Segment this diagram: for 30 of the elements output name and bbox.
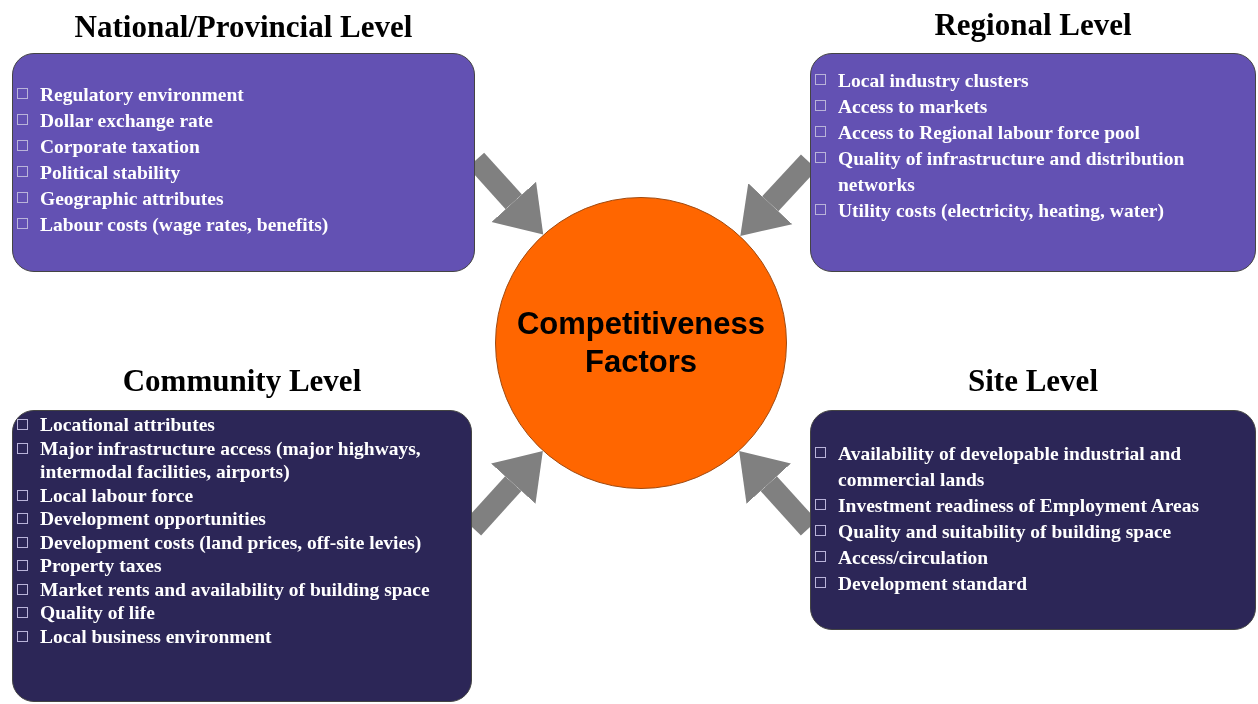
level-heading: National/Provincial Level — [73, 8, 414, 46]
factor-item: Geographic attributes — [40, 187, 224, 211]
factor-item: Corporate taxation — [40, 135, 200, 159]
level-heading: Community Level — [121, 362, 363, 400]
factor-item: Political stability — [40, 161, 181, 185]
factor-item: Market rents and availability of building space — [40, 577, 430, 601]
factor-item: Access to markets — [838, 95, 988, 119]
factor-item: Quality and suitability of building space — [838, 520, 1172, 544]
factor-item: Property taxes — [40, 554, 162, 578]
factor-item: Regulatory environment — [40, 83, 244, 107]
factor-item: Development costs (land prices, off-site levies) — [40, 530, 422, 554]
factor-item: Local business environment — [40, 624, 272, 648]
factor-item: Utility costs (electricity, heating, water) — [838, 199, 1164, 223]
level-heading: Site Level — [967, 362, 1099, 400]
factor-item: Availability of developable industrial and commercial lands — [838, 442, 1183, 492]
factor-item: Development standard — [838, 572, 1028, 596]
factor-item: Quality of infrastructure and distribution networks — [838, 147, 1186, 197]
factor-item: Development opportunities — [40, 507, 266, 531]
factor-item: Local industry clusters — [838, 69, 1029, 93]
factor-item: Quality of life — [40, 601, 155, 625]
circle-title: Competitiveness Factors — [515, 305, 767, 381]
factor-item: Major infrastructure access (major highways, intermodal facilities, airports) — [40, 436, 422, 484]
level-heading: Regional Level — [933, 6, 1133, 44]
factor-item: Local labour force — [40, 483, 194, 507]
factor-item: Dollar exchange rate — [40, 109, 213, 133]
factor-item: Access to Regional labour force pool — [838, 121, 1141, 145]
factor-item: Investment readiness of Employment Areas — [838, 494, 1200, 518]
factor-item: Labour costs (wage rates, benefits) — [40, 213, 329, 237]
factor-item: Locational attributes — [40, 413, 215, 437]
factor-item: Access/circulation — [838, 546, 989, 570]
